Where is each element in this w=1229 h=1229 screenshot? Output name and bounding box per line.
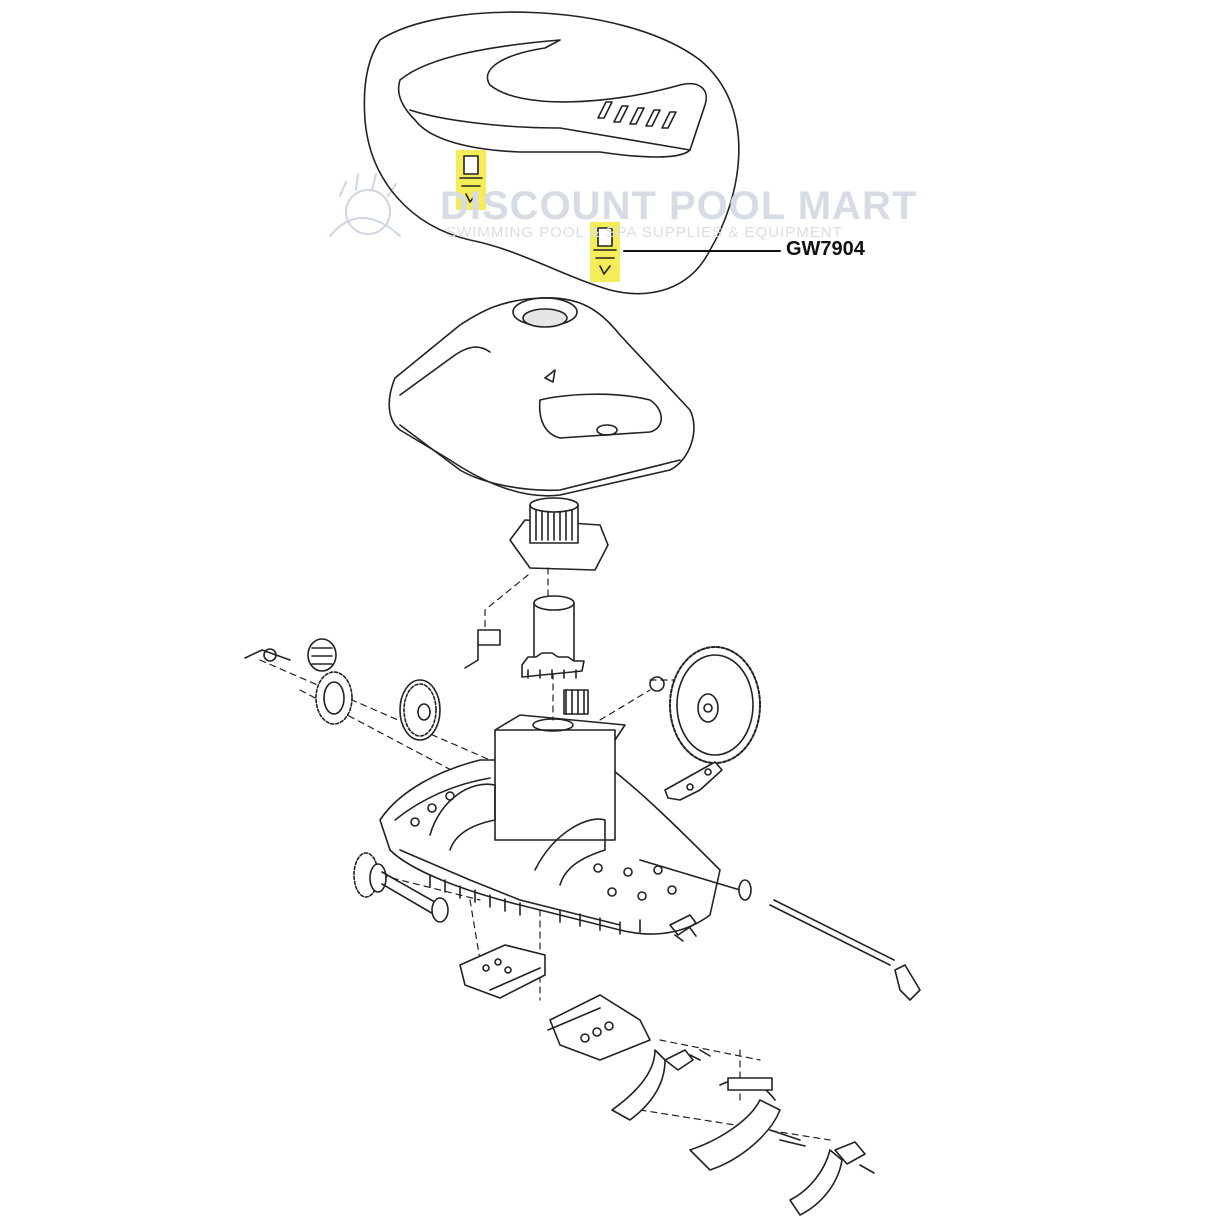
part-number-label: GW7904 [786,238,865,260]
bracket-center [689,1077,781,1171]
top-cover [397,39,707,158]
watermark-subtitle: SWIMMING POOL & SPA SUPPLIES & EQUIPMENT [446,224,843,241]
small-bracket [464,629,501,669]
highlighted-fastener-2 [590,222,620,282]
long-rod [769,899,921,1001]
body-shell [388,297,695,497]
scrubber-pad-right [547,994,651,1061]
large-drive-gear [649,646,761,764]
scrubber-pad-left [459,944,546,999]
cover-vents [597,101,677,129]
watermark-title: DISCOUNT POOL MART [440,184,918,228]
top-cover-detail [363,11,740,295]
highlighted-fastener-1 [456,150,486,210]
rear-axle [353,852,449,923]
spring-clips [664,1049,875,1174]
chassis-holes [410,791,677,901]
bracket-right [789,1149,843,1216]
gear-left-small [315,671,353,725]
pinion-gear [563,689,589,715]
small-clips [669,914,697,942]
motor-housing [509,497,609,571]
motor-cylinder [521,595,585,679]
watermark-logo [329,173,401,237]
gear-left-drive [399,679,441,741]
top-cover-edge [409,109,691,151]
bracket-left [611,1049,666,1121]
side-clip [664,761,723,801]
chassis [379,714,752,935]
left-axle-parts [244,638,337,672]
magnify-outline [363,11,740,295]
